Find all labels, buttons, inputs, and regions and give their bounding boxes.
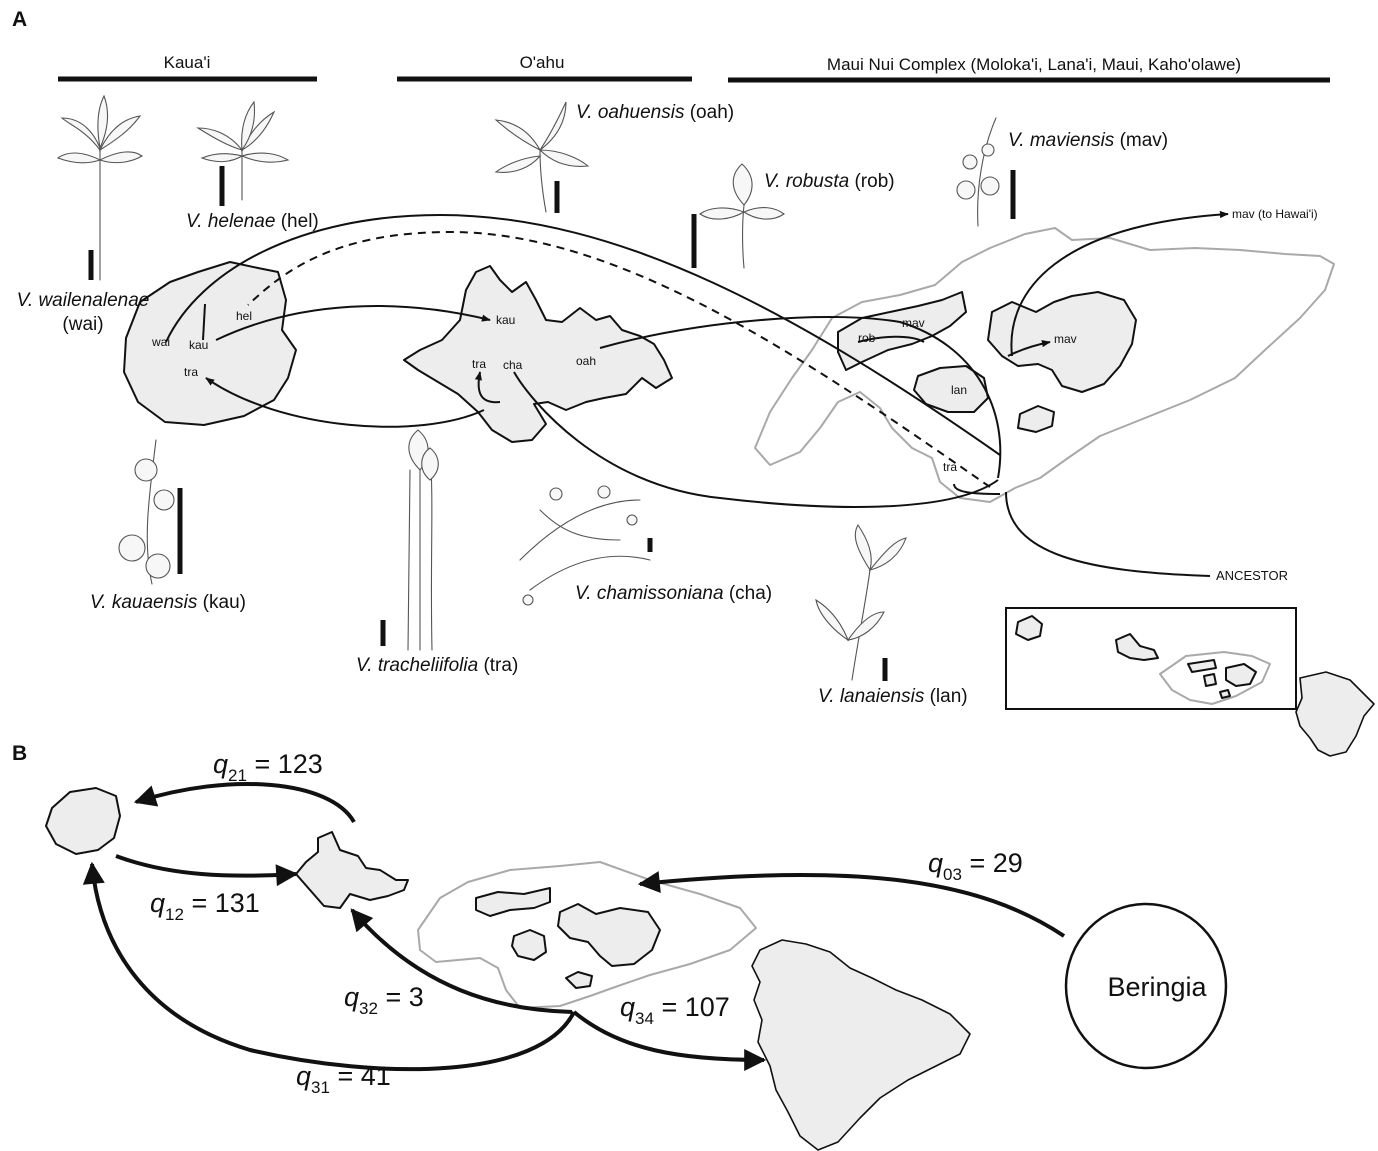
arrow-q21 <box>133 782 356 824</box>
map-label-oah: oah <box>576 354 596 368</box>
inset-kahoolawe <box>1219 689 1231 699</box>
plant-illustration-wailenalenae <box>56 94 144 281</box>
molokai-island-b <box>475 887 551 917</box>
map-label-mav-maui: mav <box>1054 332 1077 346</box>
kahoolawe-island-a <box>1017 405 1055 433</box>
species-label-tracheliifolia: V. tracheliifolia (tra) <box>356 655 518 676</box>
inset-oahu <box>1115 633 1159 661</box>
region-headers: Kaua'i O'ahu Maui Nui Complex (Moloka'i,… <box>58 53 1330 83</box>
region-label-maui-nui: Maui Nui Complex (Moloka'i, Lana'i, Maui… <box>827 55 1241 74</box>
rate-label-q12: q12 = 131 <box>150 888 260 924</box>
rate-label-q32: q32 = 3 <box>344 982 424 1018</box>
plant-illustration-kauaensis <box>118 439 175 585</box>
panel-b-label: B <box>12 742 27 765</box>
kauai-island-b <box>45 787 121 855</box>
species-label-kauaensis: V. kauaensis (kau) <box>90 592 246 613</box>
map-label-tra-oahu: tra <box>472 357 486 371</box>
route-kauai-inner <box>202 303 206 341</box>
plant-illustration-robusta <box>699 163 785 269</box>
inset-lanai <box>1203 673 1217 687</box>
map-label-kau-oahu: kau <box>496 313 515 327</box>
map-label-tra-kauai: tra <box>184 365 198 379</box>
beringia-label: Beringia <box>1107 972 1207 1002</box>
rate-label-q03: q03 = 29 <box>928 848 1023 884</box>
plant-illustration-tracheliifolia <box>407 429 439 651</box>
map-label-ancestor: ANCESTOR <box>1216 568 1288 583</box>
arrow-q31 <box>82 861 576 1072</box>
oahu-island-b <box>295 831 409 909</box>
lanai-island-b <box>511 929 547 961</box>
beringia-circle <box>1064 902 1228 1070</box>
route-to-hel-dashed <box>247 230 991 488</box>
plant-illustration-lanaiensis <box>815 523 907 681</box>
kauai-island-a <box>123 261 297 426</box>
route-to-kauai-solid <box>165 213 1001 456</box>
species-label-robusta: V. robusta (rob) <box>764 171 895 192</box>
species-label-wailenalenae: V. wailenalenae <box>17 290 150 311</box>
route-mav-to-hawaii <box>1010 210 1229 357</box>
species-label-chamissoniana: V. chamissoniana (cha) <box>575 583 772 604</box>
map-label-kau-kauai: kau <box>189 338 208 352</box>
plant-illustration-chamissoniana <box>519 485 651 606</box>
plant-illustration-maviensis <box>956 117 1000 227</box>
map-label-cha: cha <box>503 358 523 372</box>
maui-nui-outline-b <box>417 861 757 1009</box>
inset-hawaii-island <box>1295 671 1375 757</box>
route-kau-to-oahu <box>215 305 491 341</box>
route-to-lan <box>599 316 1002 479</box>
region-label-oahu: O'ahu <box>520 53 565 72</box>
dispersal-routes <box>165 210 1229 577</box>
arrow-q12 <box>115 854 299 887</box>
map-label-wai: wai <box>151 335 170 349</box>
rate-label-q21: q21 = 123 <box>213 749 323 785</box>
inset-maui <box>1225 663 1257 687</box>
species-label-lanaiensis: V. lanaiensis (lan) <box>818 686 968 707</box>
rate-labels: q21 = 123 q12 = 131 q03 = 29 q32 = 3 q34… <box>150 749 1023 1097</box>
map-label-lan: lan <box>951 383 967 397</box>
map-labels: wai kau hel tra kau tra cha oah rob mav … <box>151 207 1318 583</box>
species-label-oahuensis: V. oahuensis (oah) <box>576 102 734 123</box>
maui-nui-outline-a <box>754 227 1335 503</box>
route-ancestor-to-tra <box>1005 491 1211 577</box>
inset-map <box>1005 607 1375 757</box>
map-label-mav-hawaii: mav (to Hawai'i) <box>1232 207 1318 221</box>
inset-frame <box>1005 607 1297 710</box>
maui-island-b <box>557 903 661 967</box>
map-label-tra-maui: tra <box>943 460 957 474</box>
inset-molokai <box>1187 659 1217 673</box>
plant-illustration-helenae <box>196 100 290 201</box>
route-tra-oahu-hook <box>474 371 501 404</box>
map-label-mav-molokai: mav <box>902 316 925 330</box>
hawaii-island-b <box>751 939 971 1151</box>
rate-label-q31: q31 = 41 <box>296 1061 391 1097</box>
region-label-kauai: Kaua'i <box>164 53 211 72</box>
species-label-maviensis: V. maviensis (mav) <box>1008 130 1168 151</box>
rate-arrows <box>82 782 1066 1072</box>
species-code-wailenalenae: (wai) <box>62 314 103 335</box>
arrow-q32 <box>350 908 573 1014</box>
maui-island-a <box>987 291 1137 393</box>
lanai-island-a <box>913 365 989 413</box>
kahoolawe-island-b <box>565 971 593 989</box>
arrow-q03 <box>637 871 1066 938</box>
oahu-island-a <box>403 265 673 443</box>
plant-illustration-oahuensis <box>494 101 590 213</box>
inset-maui-nui <box>1159 651 1271 705</box>
arrow-q34 <box>572 1010 767 1071</box>
rate-label-q34: q34 = 107 <box>620 992 730 1028</box>
species-labels: V. wailenalenae (wai) V. helenae (hel) V… <box>17 102 1169 707</box>
route-to-cha <box>513 371 999 508</box>
scale-bars <box>88 166 1016 681</box>
route-oahu-to-tra-kauai <box>205 377 485 428</box>
map-label-hel: hel <box>236 309 252 323</box>
species-label-helenae: V. helenae (hel) <box>186 211 319 232</box>
route-tra-branch <box>953 483 1001 495</box>
panel-a-label: A <box>12 8 27 31</box>
map-label-rob: rob <box>858 331 876 345</box>
inset-kauai <box>1015 615 1043 641</box>
molokai-island-a <box>837 291 967 371</box>
route-to-rob <box>857 335 925 343</box>
